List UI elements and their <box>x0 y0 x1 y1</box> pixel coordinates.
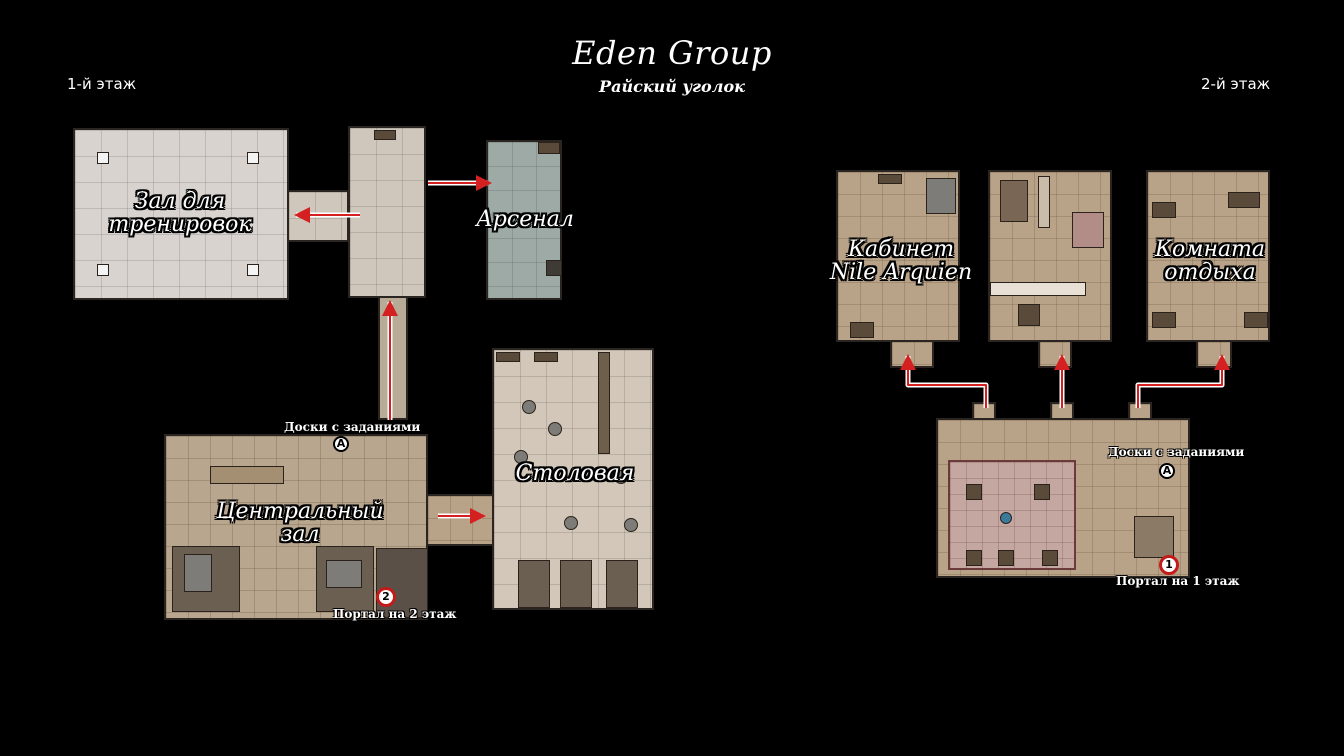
quest-board-marker-2[interactable]: A <box>1159 463 1175 479</box>
bedroom-room <box>988 170 1112 342</box>
floor-2-label: 2-й этаж <box>1201 75 1271 93</box>
quest-board-marker-1[interactable]: A <box>333 436 349 452</box>
dining-hall-label: Столовая <box>515 461 635 486</box>
map-title: Eden Group <box>572 34 772 72</box>
dining-hall-room <box>492 348 654 610</box>
portal-to-floor-2-label: Портал на 2 этаж <box>333 607 457 621</box>
arrow-to-office <box>900 354 987 408</box>
training-hall-room <box>73 128 289 300</box>
corridor-passage <box>378 296 408 420</box>
upper-hall-room <box>936 418 1190 578</box>
upper-hall-door-1 <box>972 402 996 420</box>
arsenal-label: Арсенал <box>476 207 574 232</box>
quest-board-label-1: Доски с заданиями <box>284 420 421 434</box>
portal-to-floor-2-marker[interactable]: 2 <box>376 587 396 607</box>
quest-board-label-2: Доски с заданиями <box>1108 445 1245 459</box>
arsenal-room <box>486 140 562 300</box>
rest-room <box>1146 170 1270 342</box>
floor-1-label: 1-й этаж <box>67 75 137 93</box>
office-room <box>836 170 960 342</box>
arrow-to-rest <box>1137 354 1230 408</box>
map-subtitle: Райский уголок <box>599 77 745 96</box>
portal-to-floor-1-marker[interactable]: 1 <box>1159 555 1179 575</box>
portal-to-floor-1-label: Портал на 1 этаж <box>1116 574 1240 588</box>
central-hall-exit <box>426 494 496 546</box>
